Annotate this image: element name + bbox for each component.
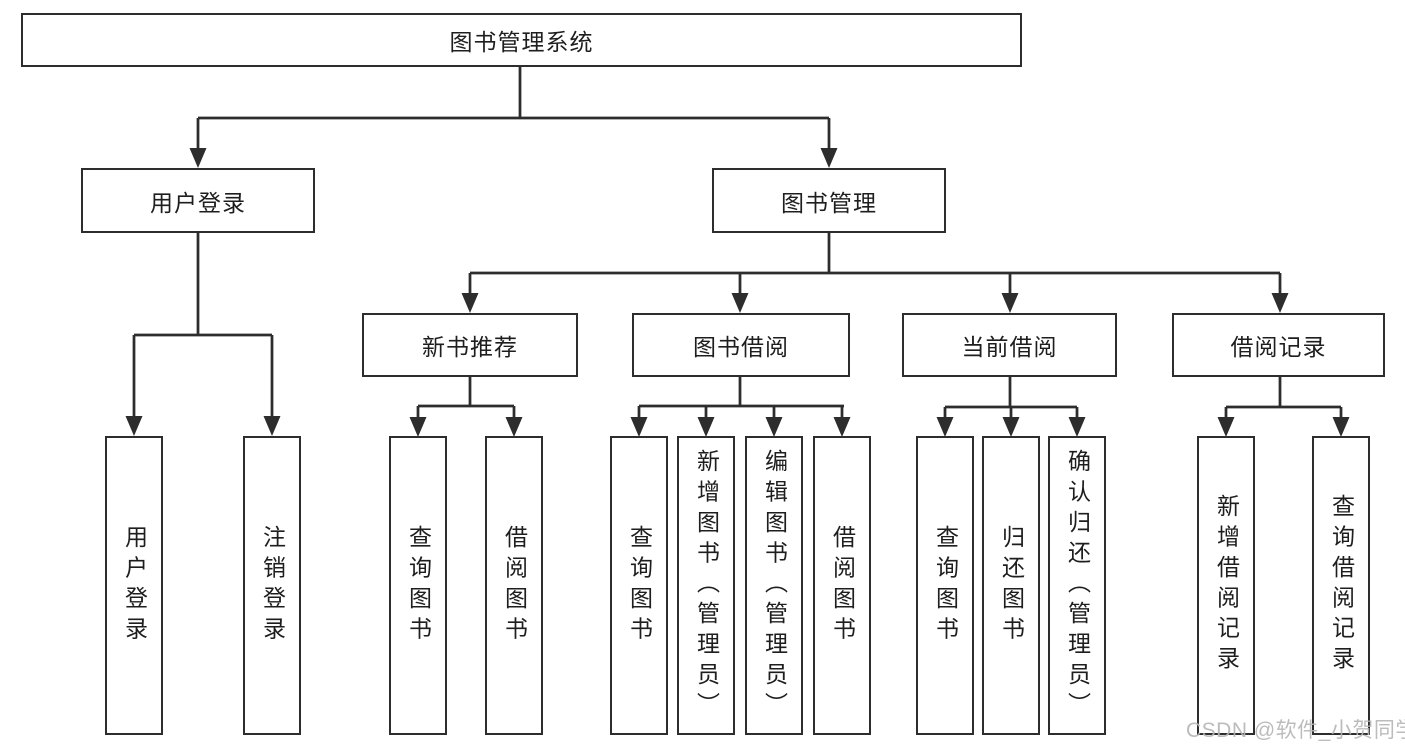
node-user-login: 用户登录: [81, 168, 315, 233]
leaf-query-books-borrowing: 查询图书: [610, 436, 668, 735]
leaf-query-books-recommend: 查询图书: [389, 436, 447, 735]
node-book-borrowing: 图书借阅: [632, 313, 850, 377]
csdn-watermark: CSDN @软件_小贺同学: [1186, 719, 1405, 742]
leaf-borrow-books-recommend-label: 借阅图书: [501, 524, 528, 647]
leaf-query-books-current-label: 查询图书: [932, 524, 959, 647]
leaf-add-books-admin-label: 新增图书（管理员）: [693, 448, 720, 723]
node-user-login-label: 用户登录: [150, 189, 246, 216]
node-book-borrowing-label: 图书借阅: [693, 334, 789, 360]
node-current-borrowing-label: 当前借阅: [961, 334, 1058, 360]
node-book-management-label: 图书管理: [781, 189, 877, 216]
leaf-query-books-borrowing-label: 查询图书: [626, 524, 653, 647]
leaf-confirm-return-admin: 确认归还（管理员）: [1048, 436, 1106, 735]
leaf-query-borrow-record-label: 查询借阅记录: [1328, 494, 1355, 677]
leaf-query-books-current: 查询图书: [916, 436, 974, 735]
leaf-borrow-books-recommend: 借阅图书: [485, 436, 543, 735]
node-new-book-recommendation-label: 新书推荐: [422, 334, 518, 360]
node-new-book-recommendation: 新书推荐: [362, 313, 578, 377]
leaf-query-books-recommend-label: 查询图书: [405, 524, 432, 647]
leaf-edit-books-admin-label: 编辑图书（管理员）: [761, 448, 788, 723]
leaf-logout: 注销登录: [243, 436, 301, 735]
leaf-confirm-return-admin-label: 确认归还（管理员）: [1064, 448, 1091, 723]
leaf-user-login-label: 用户登录: [121, 524, 148, 647]
leaf-edit-books-admin: 编辑图书（管理员）: [745, 436, 803, 735]
leaf-borrow-books-label: 借阅图书: [829, 524, 856, 647]
leaf-add-borrow-record: 新增借阅记录: [1197, 436, 1255, 735]
leaf-return-books-label: 归还图书: [998, 524, 1025, 647]
leaf-borrow-books: 借阅图书: [813, 436, 871, 735]
leaf-query-borrow-record: 查询借阅记录: [1312, 436, 1370, 735]
node-root-system-label: 图书管理系统: [449, 29, 594, 55]
node-book-management: 图书管理: [712, 168, 946, 233]
leaf-add-books-admin: 新增图书（管理员）: [677, 436, 735, 735]
leaf-add-borrow-record-label: 新增借阅记录: [1213, 494, 1240, 677]
node-root-system: 图书管理系统: [21, 13, 1022, 67]
leaf-user-login: 用户登录: [105, 436, 163, 735]
node-borrowing-records: 借阅记录: [1172, 313, 1385, 377]
node-current-borrowing: 当前借阅: [902, 313, 1117, 377]
leaf-logout-label: 注销登录: [259, 524, 286, 647]
node-borrowing-records-label: 借阅记录: [1230, 334, 1327, 360]
leaf-return-books: 归还图书: [982, 436, 1040, 735]
